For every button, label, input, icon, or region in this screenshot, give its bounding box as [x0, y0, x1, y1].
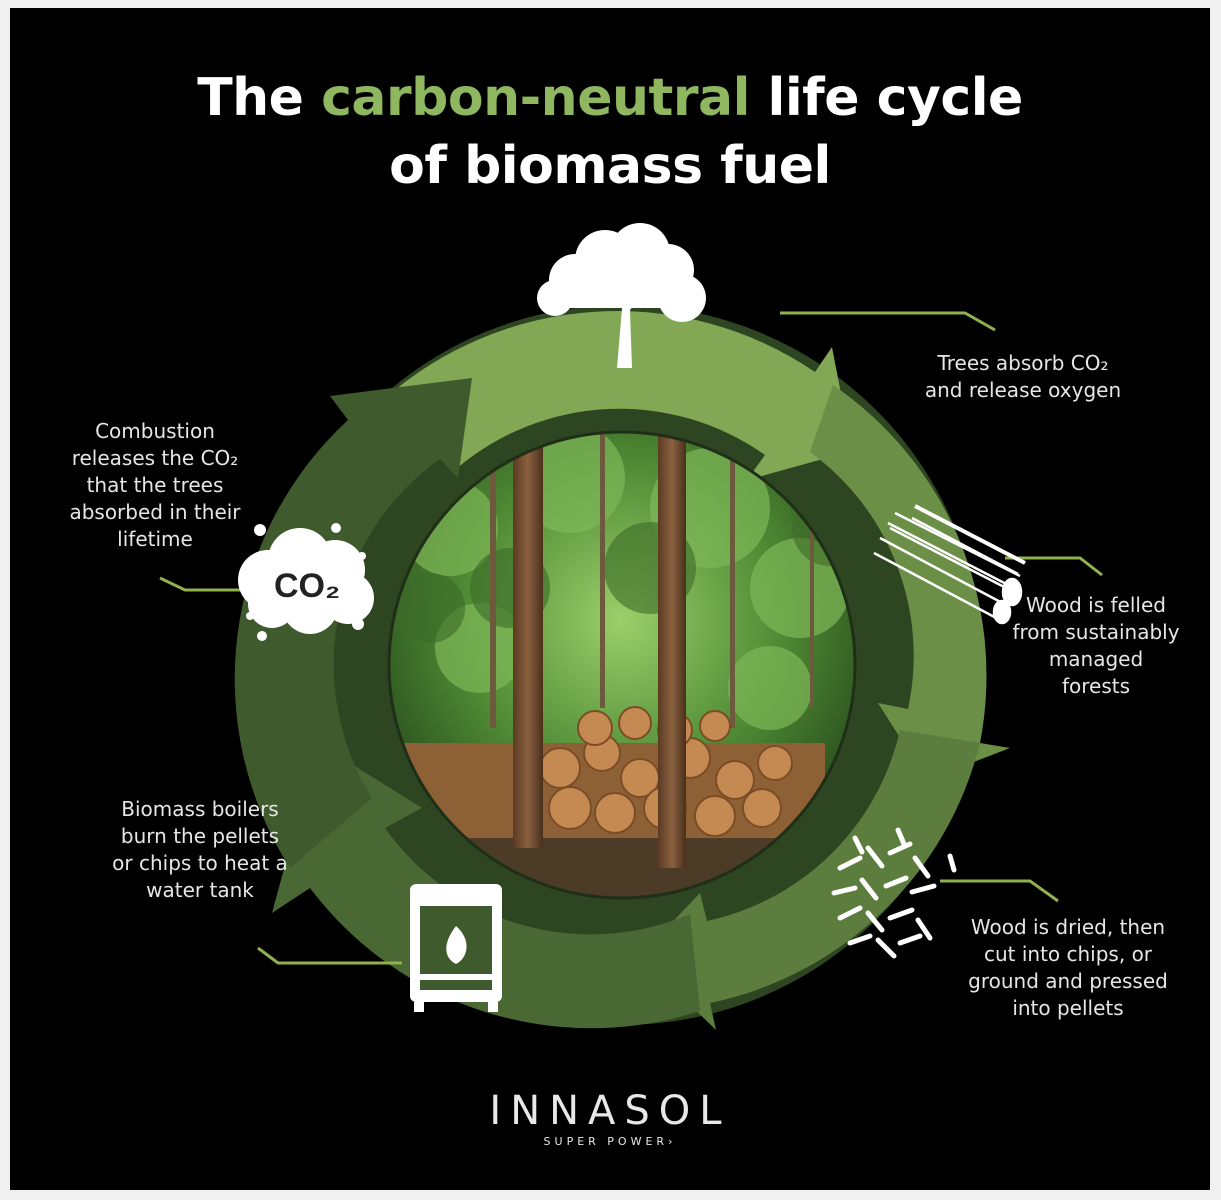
title-accent: carbon-neutral	[321, 68, 750, 128]
title-part-2: life cycle	[749, 68, 1024, 128]
caption-biomass-boilers: Biomass boilers burn the pellets or chip…	[112, 797, 288, 902]
tree-icon	[537, 223, 706, 368]
caption-wood-felled: Wood is felled from sustainably managed …	[1012, 593, 1180, 698]
brand-name: INNASOL	[489, 1088, 731, 1134]
title-line-2: of biomass fuel	[389, 136, 831, 196]
life-cycle-diagram: CO₂	[159, 223, 1103, 1030]
co2-label: CO₂	[274, 567, 340, 605]
cycle-arrow-1	[382, 311, 852, 480]
brand-logo: INNASOL SUPER POWER›	[10, 1088, 1210, 1150]
cycle-arrow-5	[234, 378, 472, 868]
infographic-panel: The carbon-neutral life cycle of biomass…	[10, 8, 1210, 1190]
page-title: The carbon-neutral life cycle of biomass…	[10, 64, 1210, 200]
caption-combustion: Combustion releases the CO₂ that the tre…	[69, 419, 241, 551]
wood-chips-icon	[831, 827, 957, 959]
forest-log-pile-image	[389, 432, 855, 898]
cycle-arrow-2	[810, 385, 1010, 780]
cycle-arrow-3	[640, 730, 980, 1030]
cycle-arrow-4	[272, 743, 700, 1029]
connector-lines	[159, 311, 1103, 965]
boiler-icon	[410, 884, 502, 1012]
logs-icon	[873, 504, 1026, 625]
co2-cloud-icon: CO₂	[238, 523, 374, 641]
title-part-1: The	[197, 68, 322, 128]
caption-trees-absorb: Trees absorb CO₂ and release oxygen	[924, 351, 1122, 402]
brand-tagline: SUPER POWER›	[543, 1135, 677, 1148]
caption-wood-dried: Wood is dried, then cut into chips, or g…	[968, 915, 1168, 1020]
